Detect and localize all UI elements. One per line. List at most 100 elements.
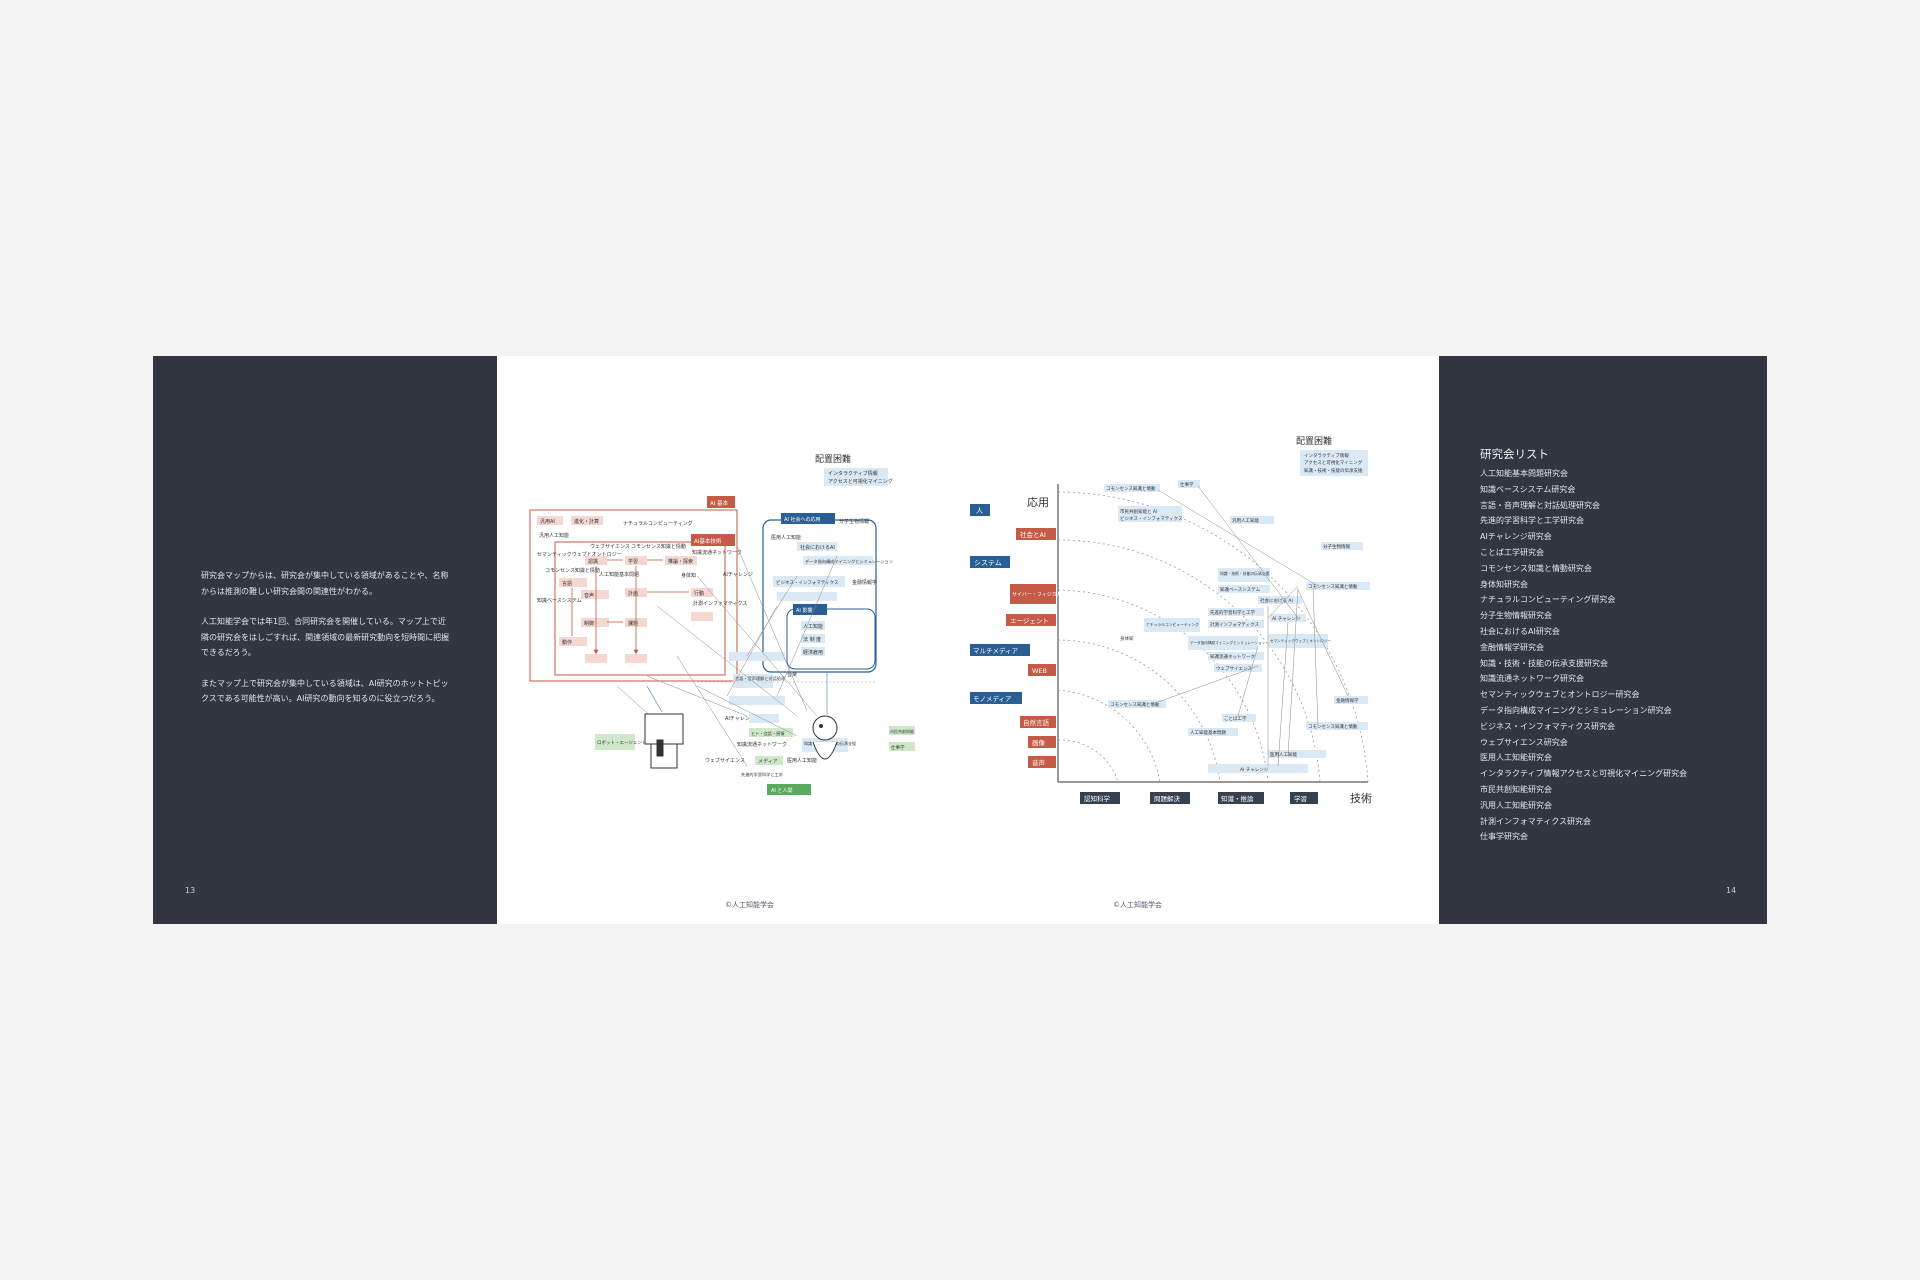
node-motion — [559, 637, 587, 646]
n2-bottom-band — [1208, 764, 1308, 773]
n2-common-sense-label: コモンセンス知識と情動 — [1106, 485, 1156, 492]
n2-knowledge-flow — [1208, 652, 1264, 660]
node-citizen-label: 市民共創知能 — [890, 728, 914, 734]
y-axis-label: 応用 — [1027, 495, 1049, 509]
map2-arrange-label: 配置困難 — [1296, 435, 1332, 447]
node-data-mining — [803, 556, 873, 565]
node-common-sense-3 — [777, 592, 837, 601]
node-action — [691, 588, 713, 597]
n2-finance-label: 金融情報学 — [1336, 697, 1359, 704]
node-web-label: ウェブサイエンス — [705, 757, 745, 764]
node-common-sense-2-label: コモンセンス知識と情動 — [545, 567, 600, 574]
research-list-item: コモンセンス知識と情動研究会 — [1480, 563, 1592, 573]
node-ai-human-label: AI と人間 — [771, 788, 793, 794]
node-evolution — [571, 516, 603, 525]
n2-web-science-label: ウェブサイエンス — [1216, 665, 1252, 672]
node-ethics — [801, 621, 825, 630]
n2-natural-computing — [1144, 618, 1200, 632]
ai-impact-label: AI 影響 — [796, 607, 813, 614]
research-list-item: AIチャレンジ研究会 — [1480, 532, 1552, 542]
node-social-ai-label: 社会におけるAI — [800, 544, 835, 551]
node-learning — [625, 556, 647, 565]
node-motion-label: 動作 — [562, 639, 572, 646]
node-language — [559, 578, 587, 587]
node-control-label: 制御 — [584, 620, 594, 627]
x-cat-cognitive — [1080, 792, 1120, 804]
node-recognition-label: 認識 — [588, 558, 598, 565]
n2-medical-label: 医用人工知能 — [1270, 751, 1297, 758]
node-law — [801, 634, 825, 643]
n2-bioinformatics — [1208, 620, 1264, 628]
map1-arrange-item-1: インタラクティブ情報 — [828, 470, 878, 477]
node-economy-label: 経済雇用 — [803, 649, 823, 656]
y-category-tags: 人 社会とAI システム サイバー・フィジカル エージェント マルチメディア W… — [970, 504, 1062, 768]
node-human-interface — [749, 728, 793, 737]
node-ai-challenge-label: AIチャレンジ — [723, 572, 753, 578]
ai-society-tag — [781, 513, 835, 524]
n2-knowledge-base — [1218, 585, 1270, 593]
n2-social-ai-label: 社会における AI — [1260, 597, 1293, 604]
y-cat-web-label: WEB — [1032, 667, 1047, 675]
ai-impact-frame — [786, 608, 876, 670]
booklet-spread: 研究会マップからは、研究会が集中している領域があることや、名称からは推測の難しい… — [153, 356, 1767, 924]
node-speech-label: 音声 — [584, 592, 594, 599]
ai-core-tag — [707, 496, 735, 508]
research-list-item: データ指向構成マイニングとシミュレーション研究会 — [1480, 705, 1672, 715]
n2-human-ai — [1188, 728, 1238, 736]
n2-advanced-learning — [1208, 608, 1264, 616]
intro-text: 研究会マップからは、研究会が集中している領域があることや、名称からは推測の難しい… — [201, 568, 451, 722]
node-human-ai-label: 人工知能基本問題 — [599, 571, 639, 578]
node-natural-computing-label: ナチュラルコンピューティング — [623, 520, 693, 527]
n2-web-science — [1214, 664, 1262, 672]
n2-data-mining — [1188, 636, 1258, 650]
n2-semantic-web — [1268, 634, 1328, 648]
node-music-label: 音楽 — [787, 671, 797, 678]
y-cat-society-ai-label: 社会とAI — [1020, 530, 1046, 539]
y-cat-multimedia-label: マルチメディア — [973, 646, 1019, 655]
map2-arrange-item-3: 知識・技術・技能の伝承支援 — [1304, 467, 1363, 474]
y-cat-speech — [1028, 756, 1056, 768]
n2-social-ai — [1258, 596, 1302, 604]
n2-human-ai-label: 人工知能基本問題 — [1190, 729, 1226, 736]
ai-core-frame — [529, 509, 738, 682]
node-knowledge-base-label: 知識ベースシステム — [537, 597, 582, 604]
research-list-item: 分子生物情報研究会 — [1480, 611, 1552, 621]
copyright-map2: ©人工知能学会 — [1113, 901, 1162, 909]
x-category-tags: 認知科学 問題解決 知識・推論 学習 — [1080, 792, 1318, 804]
research-list-item: 先進的学習科学と工学研究会 — [1480, 516, 1584, 526]
node-control — [581, 618, 609, 627]
map2-arrange-item-1: インタラクティブ情報 — [1304, 452, 1349, 459]
n2-finance — [1334, 696, 1368, 704]
right-page: 研究会リスト 人工知能基本問題研究会知識ベースシステム研究会言語・音声理解と対話… — [1439, 356, 1767, 924]
n2-business-label: ビジネス・インフォマティクス — [1120, 515, 1183, 522]
n2-natural-computing-label: ナチュラルコンピューティング — [1146, 622, 1199, 627]
node-data-mining-label: データ指向構成マイニングとシミュレーション — [805, 558, 893, 565]
research-list-item: 計測インフォマティクス研究会 — [1480, 816, 1592, 826]
x-cat-problem-solving-label: 問題解決 — [1154, 794, 1181, 803]
x-cat-learning-label: 学習 — [1294, 794, 1307, 803]
ai-core-tech-label: AI基本技術 — [694, 537, 722, 545]
n2-kotoba-label: ことば工学 — [1224, 715, 1247, 722]
node-task-label: 課題 — [628, 620, 638, 627]
node-center-box — [749, 714, 779, 723]
research-list-item: 人工知能基本問題研究会 — [1480, 469, 1568, 478]
n2-semantic-web-label: セマンティックウェブとオントロジー — [1270, 638, 1331, 643]
node-general-ai-label: 汎用AI — [540, 518, 555, 525]
y-cat-image-label: 画像 — [1032, 738, 1046, 747]
x-cat-problem-solving — [1150, 792, 1190, 804]
node-general-ai — [537, 516, 563, 525]
node-inference-label: 推論・探索 — [668, 558, 693, 565]
n2-common-sense-2-label: コモンセンス知識と情動 — [1308, 583, 1358, 590]
node-ai-human — [767, 784, 811, 795]
node-finance-label: 金融情報学 — [852, 579, 877, 586]
n2-common-sense-3-label: コモンセンス知識と情動 — [1110, 701, 1160, 708]
y-cat-cyber-physical — [1010, 584, 1056, 604]
research-map-diagram-1: 配置困難 インタラクティブ情報 アクセスと可視化マイニング AI 基本 AI基本… — [529, 453, 915, 795]
node-evolution-label: 進化・計算 — [574, 518, 599, 525]
x-cat-knowledge-inference — [1218, 792, 1264, 804]
research-list-item: ビジネス・インフォマティクス研究会 — [1480, 721, 1616, 731]
n2-ai-challenge — [1270, 614, 1306, 622]
research-list-title: 研究会リスト — [1480, 447, 1549, 461]
y-cat-natural-language — [1020, 716, 1056, 728]
map2-arrange-box — [1300, 450, 1368, 476]
